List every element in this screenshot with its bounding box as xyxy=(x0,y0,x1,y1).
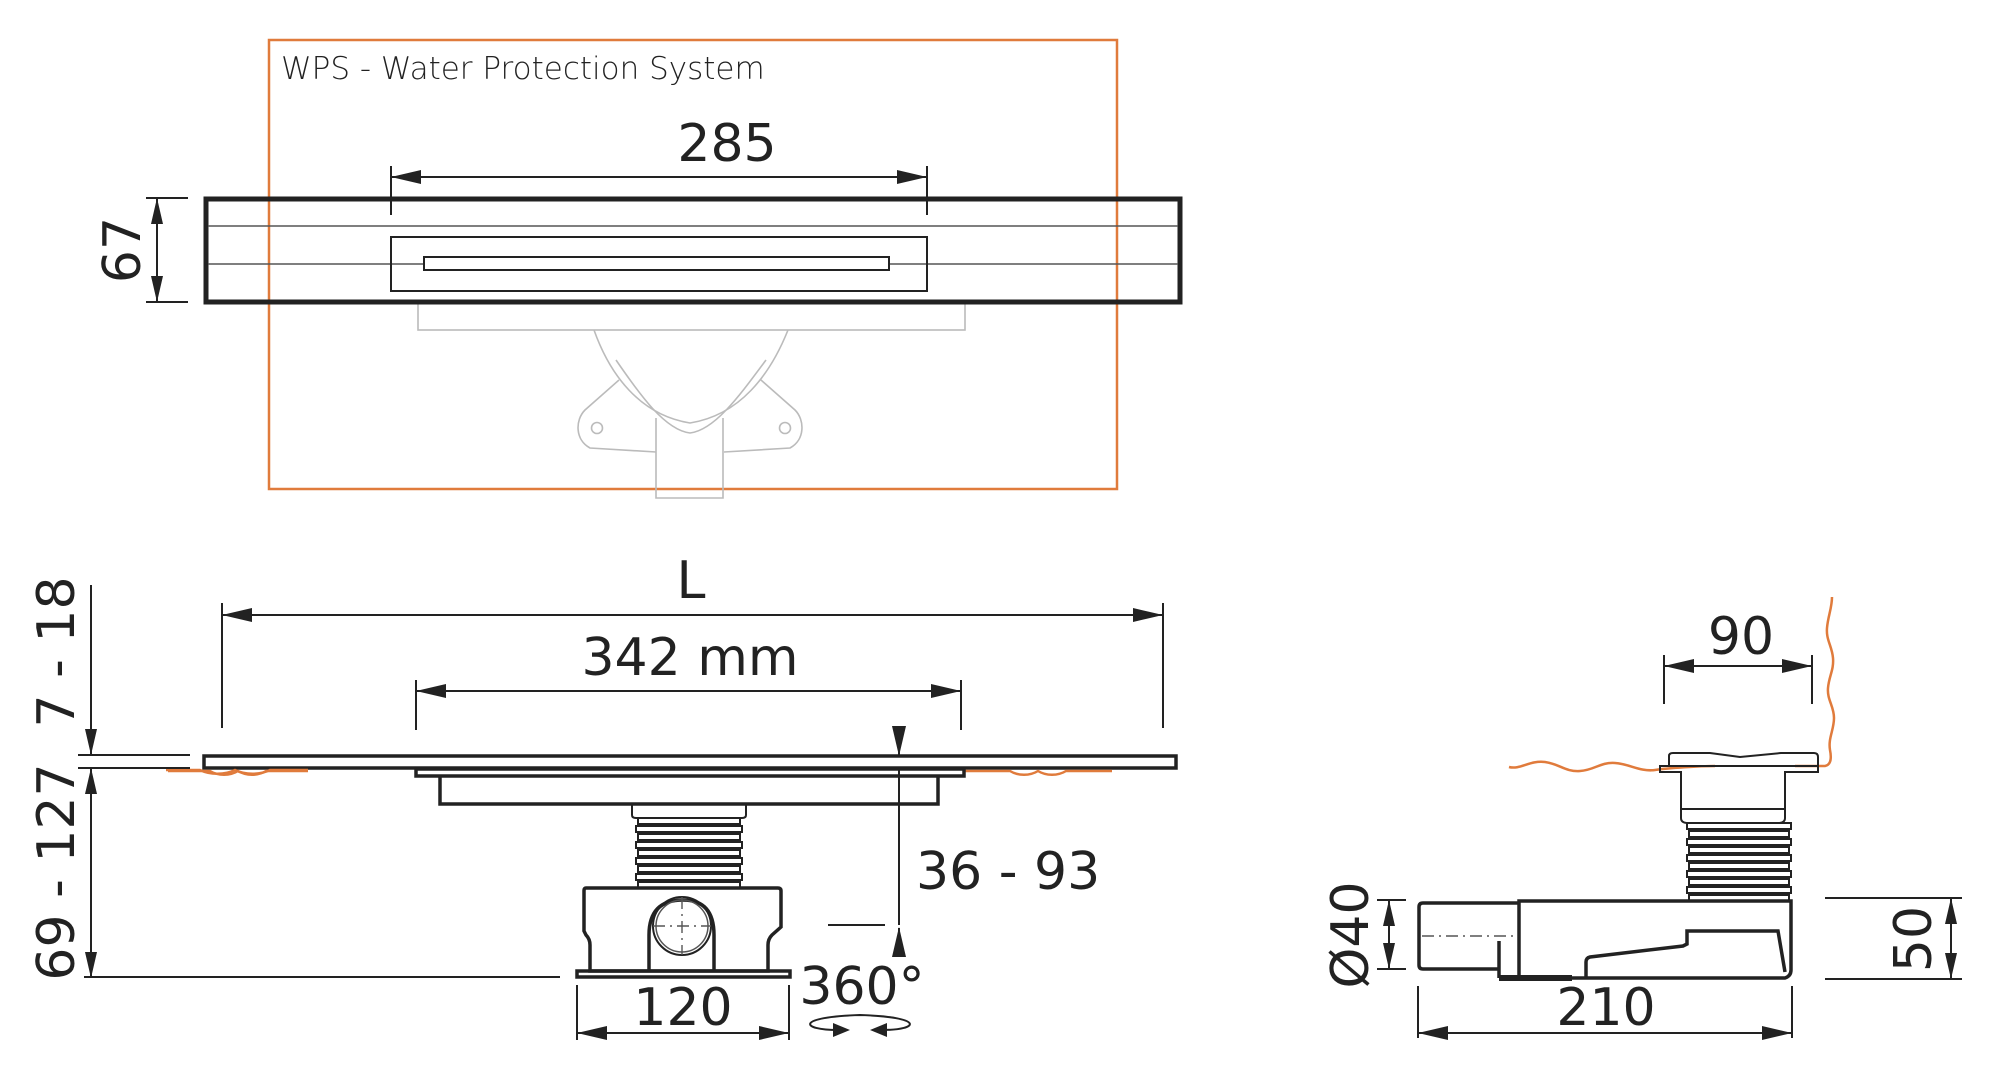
end-flange xyxy=(1659,765,1819,810)
wall-line xyxy=(1795,596,1836,768)
end-body xyxy=(1517,899,1793,980)
dim-90: 90 xyxy=(1708,607,1774,667)
end-view: 90 Ø40 xyxy=(1321,596,1962,1040)
dim-120: 120 xyxy=(633,978,732,1038)
drain-base-plate xyxy=(575,969,792,979)
channel-outline xyxy=(203,196,1183,305)
side-view: L 342 mm xyxy=(27,551,1178,1040)
riser-collar xyxy=(631,804,747,819)
dim-69-127: 69 - 127 xyxy=(27,763,87,980)
dim-210: 210 xyxy=(1556,978,1655,1038)
dim-7-18: 7 - 18 xyxy=(27,576,87,727)
floor-line xyxy=(1508,760,1716,773)
end-bellows xyxy=(1686,822,1792,902)
end-outlet-pipe xyxy=(1417,901,1519,971)
grate-slot xyxy=(423,256,890,271)
wps-title: WPS - Water Protection System xyxy=(281,51,765,87)
dim-342mm: 342 mm xyxy=(581,628,798,688)
dim-36-93: 36 - 93 xyxy=(916,842,1100,902)
tile-adhesive-right xyxy=(965,769,1112,776)
dim-L: L xyxy=(677,551,706,611)
end-grate xyxy=(1668,752,1819,766)
dim-50: 50 xyxy=(1884,906,1944,972)
top-view: WPS - Water Protection System 285 67 xyxy=(93,38,1183,499)
channel-flange xyxy=(414,767,966,778)
dim-360: 360° xyxy=(799,957,924,1017)
grate-frame xyxy=(390,236,928,292)
riser-bellows xyxy=(635,817,743,889)
channel-box xyxy=(438,777,940,806)
dim-67: 67 xyxy=(93,217,153,283)
rotation-arrow-icon xyxy=(809,1013,911,1037)
dim-d40: Ø40 xyxy=(1321,881,1381,988)
dim-285: 285 xyxy=(677,114,776,174)
faint-drain-body xyxy=(417,301,966,499)
grate-plate xyxy=(202,754,1178,770)
